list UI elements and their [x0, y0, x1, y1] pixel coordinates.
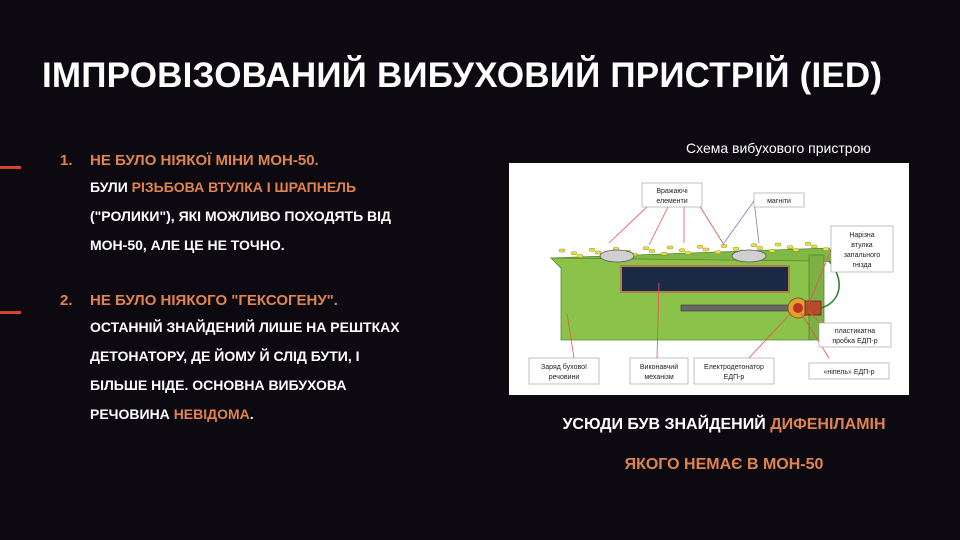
shrapnel-pellet: [756, 246, 764, 250]
item-highlight: РІЗЬБОВА ВТУЛКА І ШРАПНЕЛЬ: [131, 179, 357, 195]
shrapnel-pellet: [594, 250, 602, 255]
shrapnel-pellet: [714, 250, 722, 254]
summary-highlight: ДИФЕНІЛАМІН: [770, 416, 886, 433]
shrapnel-pellet: [804, 242, 812, 246]
shrapnel-pellet: [750, 243, 758, 247]
item-text: .: [249, 406, 254, 422]
label-charge-2: речовини: [549, 374, 580, 381]
item-body-line: БІЛЬШЕ НІДЕ. ОСНОВНА ВИБУХОВА: [90, 377, 347, 393]
shrapnel-pellet: [810, 244, 818, 249]
shrapnel-pellet: [648, 249, 656, 253]
label-elements-1: Вражаючі: [656, 187, 688, 195]
charge-chamber: [620, 265, 790, 293]
label-plug-1: пластикатна: [835, 328, 875, 335]
shrapnel-pellet: [774, 242, 782, 247]
item-body-line: БУЛИ РІЗЬБОВА ВТУЛКА І ШРАПНЕЛЬ: [90, 173, 391, 202]
item-body-line: ("РОЛИКИ"), ЯКІ МОЖЛИВО ПОХОДЯТЬ ВІД: [90, 208, 392, 224]
list-item-1: 1. НЕ БУЛО НІЯКОЇ МІНИ МОН-50. БУЛИ РІЗЬБ…: [60, 152, 391, 260]
item-heading: НЕ БУЛО НІЯКОГО "ГЕКСОГЕНУ".: [90, 292, 338, 309]
label-bushing-1: Нарізна: [849, 231, 874, 239]
summary-line-2: ЯКОГО НЕМАЄ В МОН-50: [624, 456, 824, 473]
label-nipple: «ніпель» ЕДП-р: [824, 368, 875, 376]
label-box-nipple: [808, 362, 890, 380]
item-text: РЕЧОВИНА: [90, 406, 174, 422]
shrapnel-pellet: [702, 247, 710, 252]
item-heading: НЕ БУЛО НІЯКОЇ МІНИ МОН-50.: [90, 152, 319, 169]
plastic-plug: [804, 300, 822, 316]
shrapnel-pellet: [678, 248, 686, 252]
shrapnel-pellet: [588, 248, 596, 252]
label-box-detonator: [693, 357, 775, 385]
item-body-line: ОСТАННІЙ ЗНАЙДЕНИЙ ЛИШЕ НА РЕШТКАХ: [90, 319, 400, 335]
label-detonator-2: ЕДП-р: [724, 374, 745, 381]
item-body-line: ДЕТОНАТОРУ, ДЕ ЙОМУ Й СЛІД БУТИ, І: [90, 348, 360, 364]
pointer-lines-blue: [723, 200, 760, 244]
item-body-line: МОН-50, АЛЕ ЦЕ НЕ ТОЧНО.: [90, 237, 285, 253]
summary-text: УСЮДИ БУВ ЗНАЙДЕНИЙ: [562, 416, 771, 433]
bullet-marker-1: [0, 166, 21, 169]
item-highlight: НЕВІДОМА: [173, 406, 250, 422]
label-mechanism-2: механізм: [644, 373, 673, 381]
shrapnel-pellet: [792, 248, 800, 252]
ied-diagram: Вражаючі елементи магніти Нарізна втулка…: [509, 163, 909, 395]
actuator-rod: [680, 304, 792, 312]
magnet-right: [731, 249, 767, 263]
shrapnel-pellet: [642, 246, 650, 250]
shrapnel-pellet: [768, 249, 776, 253]
summary-line-1: УСЮДИ БУВ ЗНАЙДЕНИЙ ДИФЕНІЛАМІН: [509, 416, 939, 434]
shrapnel-pellet: [684, 251, 692, 255]
label-box-plug: [818, 322, 892, 348]
bullet-marker-2: [0, 311, 21, 314]
label-magnets: магніти: [767, 197, 791, 205]
label-box-elements: [641, 182, 703, 208]
label-plug-2: пробка ЕДП-р: [832, 337, 877, 345]
slide-title: ІМПРОВІЗОВАНИЙ ВИБУХОВИЙ ПРИСТРІЙ (IED): [42, 56, 883, 95]
item-text: БУЛИ: [90, 179, 132, 195]
label-box-charge: [528, 357, 600, 385]
item-number: 1.: [60, 152, 73, 169]
shrapnel-pellet: [558, 248, 566, 253]
magnet-left: [599, 249, 635, 263]
label-bushing-3: запального: [844, 252, 881, 259]
label-box-bushing: [830, 225, 894, 273]
detonator-core: [793, 303, 803, 313]
label-bushing-4: гнізда: [852, 261, 871, 269]
label-mechanism-1: Виконавчий: [640, 363, 678, 371]
ied-diagram-svg: Вражаючі елементи магніти Нарізна втулка…: [528, 182, 894, 385]
shrapnel-pellet: [666, 245, 674, 250]
shrapnel-pellet: [786, 245, 794, 249]
label-charge-1: Заряд бухової: [541, 363, 587, 371]
shrapnel-pellet: [660, 252, 668, 256]
pointer-lines-red: [566, 204, 835, 359]
shrapnel-pellet: [570, 251, 578, 255]
shrapnel-pellet: [576, 254, 584, 258]
shrapnel-pellet: [696, 245, 704, 249]
label-elements-2: елементи: [656, 198, 687, 205]
shrapnel-pellet: [822, 247, 830, 251]
item-number: 2.: [60, 292, 73, 309]
diagram-caption: Схема вибухового пристрою: [686, 140, 871, 156]
label-detonator-1: Електродетонатор: [704, 364, 764, 371]
item-body-line: РЕЧОВИНА НЕВІДОМА.: [90, 400, 400, 429]
label-bushing-2: втулка: [851, 242, 872, 249]
label-box-mechanism: [629, 357, 689, 385]
shrapnel-pellet: [732, 247, 740, 251]
list-item-2: 2. НЕ БУЛО НІЯКОГО "ГЕКСОГЕНУ". ОСТАННІЙ …: [60, 292, 400, 429]
label-box-magnets: [753, 192, 805, 208]
